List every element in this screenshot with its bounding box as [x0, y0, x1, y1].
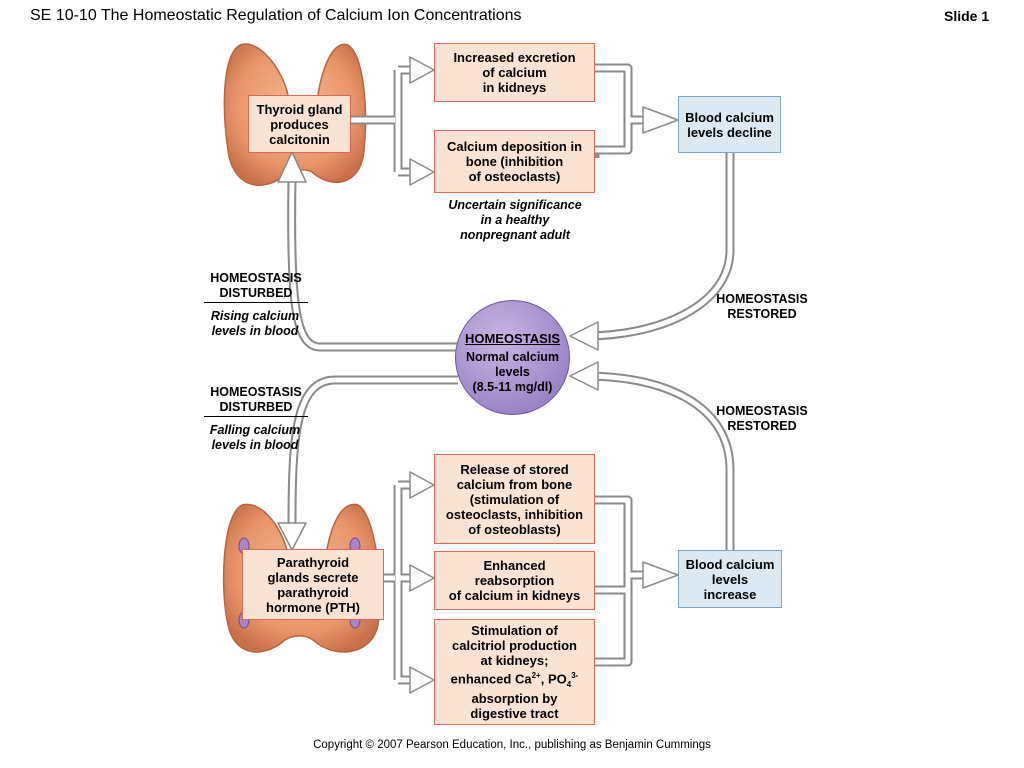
slide-number: Slide 1 — [944, 8, 990, 24]
enhanced-ca-text: enhanced Ca — [450, 670, 532, 686]
po-charge: 3- — [571, 670, 579, 680]
homeostasis-disturbed-top: HOMEOSTASIS DISTURBED — [210, 271, 302, 300]
calcitriol-line-4: enhanced Ca2+, PO43- — [451, 668, 579, 692]
falling-calcium-label: Falling calcium levels in blood — [209, 423, 301, 452]
copyright-notice: Copyright © 2007 Pearson Education, Inc.… — [313, 739, 711, 751]
slide-title: SE 10-10 The Homeostatic Regulation of C… — [30, 7, 522, 24]
calcitriol-line-1: Stimulation of — [471, 622, 558, 638]
po-text: , PO — [540, 670, 567, 686]
divider-bottom — [204, 416, 308, 417]
excretion-box: Increased excretion of calcium in kidney… — [434, 43, 595, 102]
homeostasis-text: Normal calcium levels (8.5-11 mg/dl) — [465, 350, 560, 394]
blood-calcium-increase-box: Blood calcium levels increase — [678, 550, 782, 608]
uncertain-note: Uncertain significance in a healthy nonp… — [448, 198, 582, 242]
thyroid-box: Thyroid gland produces calcitonin — [248, 95, 351, 153]
rising-calcium-label: Rising calcium levels in blood — [210, 309, 300, 338]
reabsorption-box: Enhanced reabsorption of calcium in kidn… — [434, 551, 595, 610]
divider-top — [204, 302, 308, 303]
po-subscript: 4 — [566, 679, 572, 689]
homeostasis-restored-top: HOMEOSTASIS RESTORED — [716, 292, 808, 321]
homeostasis-disturbed-bottom: HOMEOSTASIS DISTURBED — [210, 385, 302, 414]
blood-calcium-decline-box: Blood calcium levels decline — [678, 96, 781, 153]
homeostasis-heading: HOMEOSTASIS — [464, 331, 561, 346]
calcitriol-tail: absorption by digestive tract — [470, 691, 559, 722]
homeostasis-restored-bottom: HOMEOSTASIS RESTORED — [716, 404, 808, 433]
ca-charge: 2+ — [531, 670, 541, 680]
release-calcium-box: Release of stored calcium from bone (sti… — [434, 454, 595, 544]
deposition-box: Calcium deposition in bone (inhibition o… — [434, 130, 595, 193]
parathyroid-box: Parathyroid glands secrete parathyroid h… — [242, 549, 384, 620]
homeostasis-circle: HOMEOSTASIS Normal calcium levels (8.5-1… — [455, 300, 570, 415]
calcitriol-line-2: calcitriol production — [452, 637, 577, 653]
calcitriol-line-3: at kidneys; — [480, 652, 549, 668]
calcitriol-box: Stimulation of calcitriol production at … — [434, 619, 595, 725]
